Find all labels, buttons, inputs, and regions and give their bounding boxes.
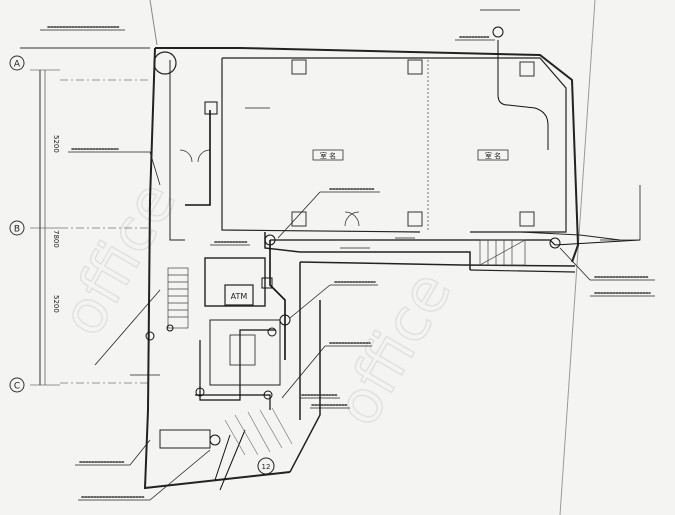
svg-text:C: C xyxy=(14,382,20,392)
hatched-area xyxy=(224,407,293,456)
svg-text:室 名: 室 名 xyxy=(485,151,501,160)
sheet-edge-right xyxy=(559,0,596,515)
svg-text:室 名: 室 名 xyxy=(320,151,336,160)
building-outline xyxy=(143,47,621,490)
unit-label: ATM xyxy=(231,292,248,301)
room-label-right: 室 名 xyxy=(477,149,509,161)
equipment-symbols xyxy=(145,26,561,446)
sheet-edge-top xyxy=(149,0,158,46)
leader-lines xyxy=(40,29,655,501)
structural-columns xyxy=(291,59,535,227)
dimension-mid: 7800 xyxy=(52,230,60,248)
room-label-left: 室 名 xyxy=(312,149,344,161)
svg-text:12: 12 xyxy=(262,463,271,471)
grid-bubble-a: A xyxy=(9,55,25,71)
annotation-marks xyxy=(47,26,651,498)
svg-text:A: A xyxy=(14,60,21,70)
grid-bubble-b: B xyxy=(9,220,25,236)
door-swings xyxy=(179,149,360,227)
grid-bubble-c: C xyxy=(9,377,25,393)
entrance-stair xyxy=(479,239,526,266)
svg-text:B: B xyxy=(14,225,20,235)
marker-12: 12 xyxy=(257,457,275,475)
dimension-bottom: 5200 xyxy=(52,295,60,313)
equipment-room xyxy=(159,257,281,449)
dimension-top: 5200 xyxy=(52,135,60,153)
round-column xyxy=(153,51,177,75)
grid-axis-left xyxy=(20,47,150,386)
piping-routes xyxy=(185,9,641,491)
stair xyxy=(167,267,189,329)
